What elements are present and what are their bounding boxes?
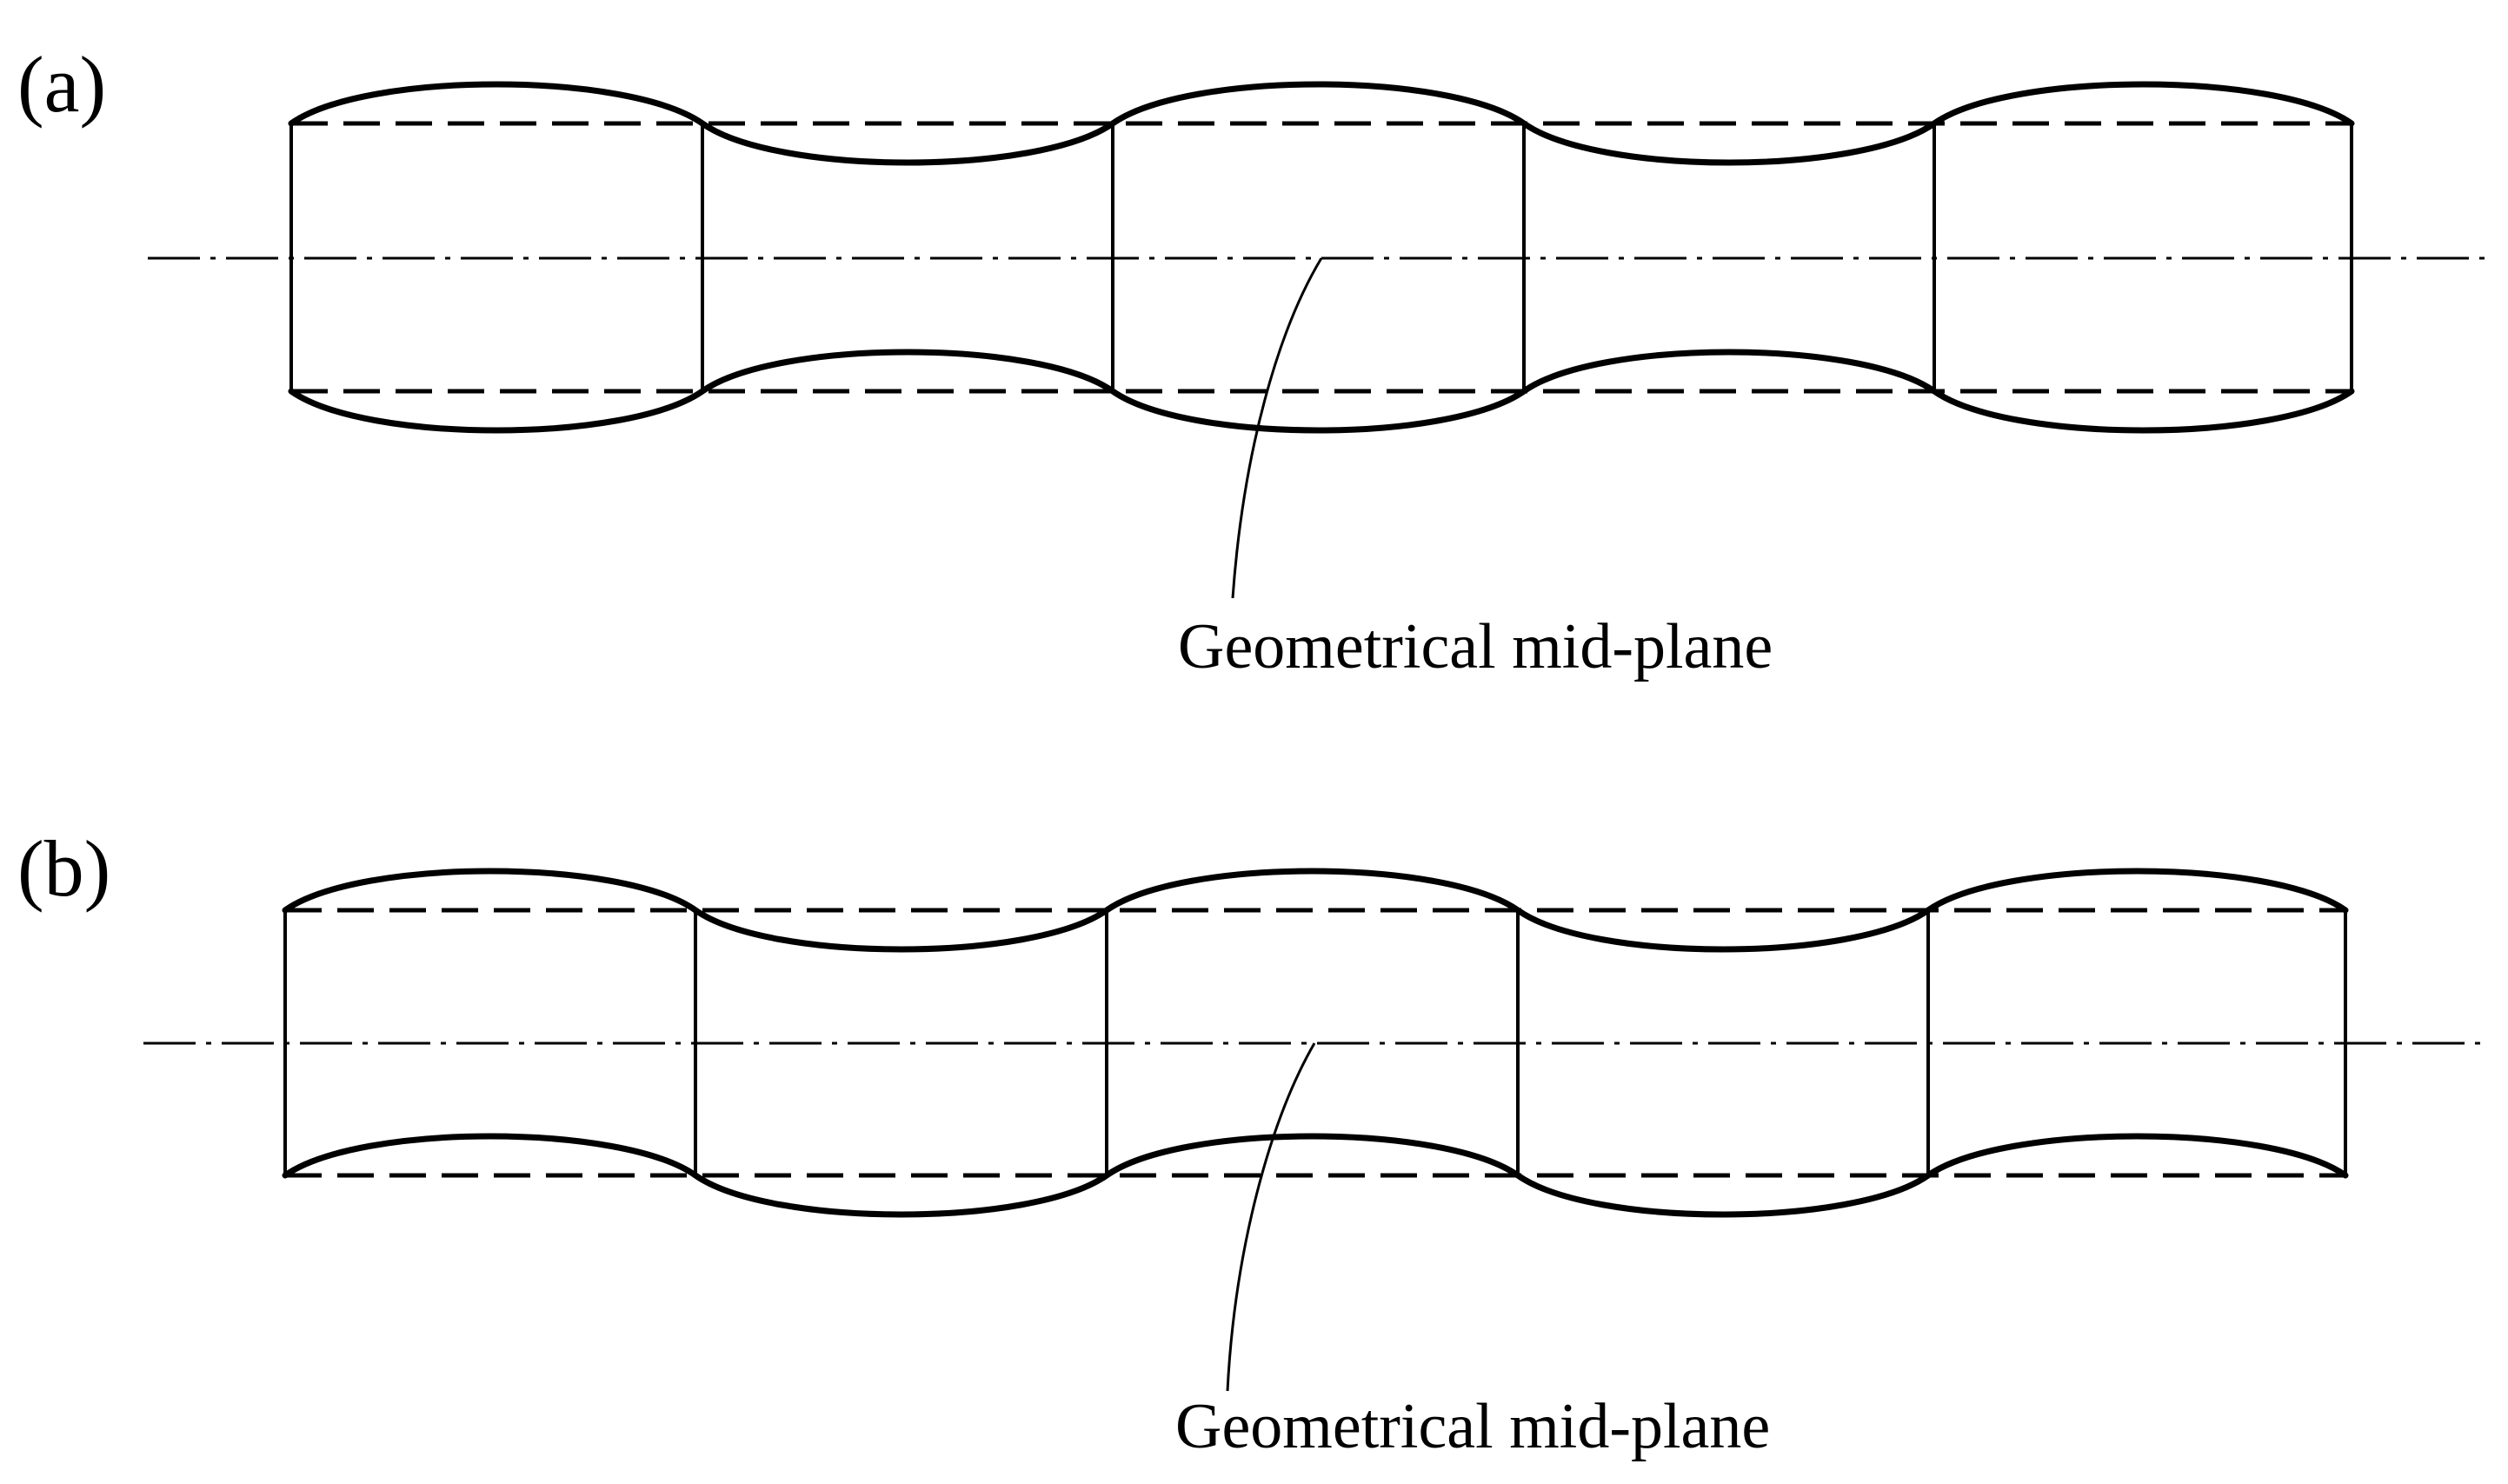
panel-b: (b) Geometrical mid-plane bbox=[17, 824, 2488, 1462]
panel-a: (a) Geometrical mid-plane bbox=[17, 40, 2493, 682]
panel-a-leader-line bbox=[1231, 257, 1323, 599]
panel-a-label: (a) bbox=[17, 40, 106, 129]
panel-b-label: (b) bbox=[17, 824, 110, 913]
panel-b-bottom-wavy-surface bbox=[282, 1133, 2349, 1218]
panel-b-leader-line bbox=[1226, 1042, 1316, 1392]
panel-b-dividers bbox=[283, 910, 2347, 1175]
panel-b-top-wavy-surface bbox=[282, 868, 2349, 953]
panel-b-callout-label: Geometrical mid-plane bbox=[1175, 1391, 1770, 1462]
panel-a-dividers bbox=[289, 123, 2353, 391]
panel-a-bottom-wavy-surface bbox=[288, 349, 2355, 434]
panel-a-top-wavy-surface bbox=[288, 81, 2355, 166]
panel-a-callout-label: Geometrical mid-plane bbox=[1178, 611, 1773, 682]
